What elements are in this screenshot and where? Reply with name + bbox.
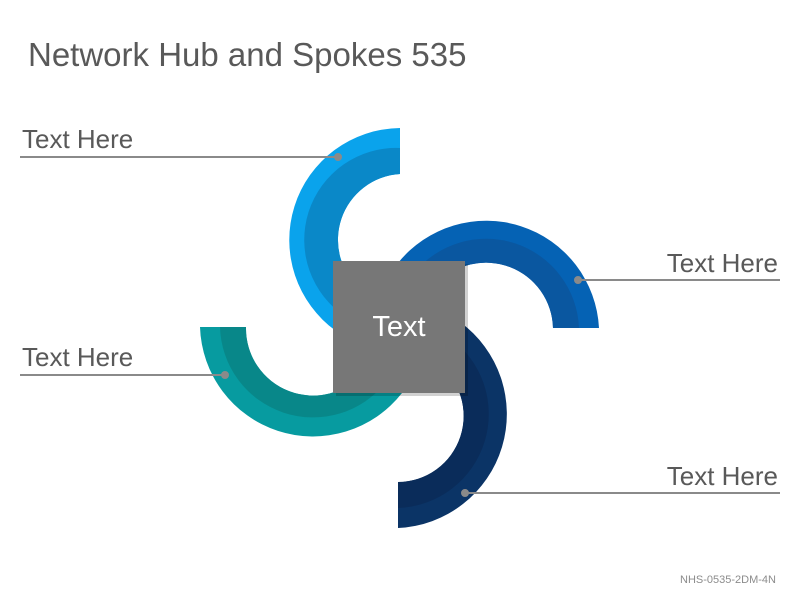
spoke-label-bottom-right: Text Here <box>666 461 778 491</box>
spoke-top-left <box>289 128 400 331</box>
connector-dot <box>574 276 582 284</box>
connector-top-left <box>20 153 342 161</box>
connector-dot <box>334 153 342 161</box>
hub-square <box>333 261 465 393</box>
spoke-label-bottom-left: Text Here <box>22 342 134 372</box>
connector-bottom-left <box>20 371 229 379</box>
spoke-arc-inner <box>304 147 400 317</box>
spoke-bottom-left <box>200 327 402 437</box>
connector-dot <box>461 489 469 497</box>
connector-bottom-right <box>461 489 780 497</box>
hub-label: Text <box>372 310 426 343</box>
spoke-arc-inner <box>398 338 489 508</box>
connector-right <box>574 276 780 284</box>
connector-dot <box>221 371 229 379</box>
spoke-label-top-left: Text Here <box>22 124 134 154</box>
page-title: Network Hub and Spokes 535 <box>28 36 467 73</box>
spoke-label-right: Text Here <box>666 248 778 278</box>
spoke-arc-inner <box>220 327 386 418</box>
spoke-bottom-right <box>398 322 507 528</box>
footer-code: NHS-0535-2DM-4N <box>680 574 776 586</box>
